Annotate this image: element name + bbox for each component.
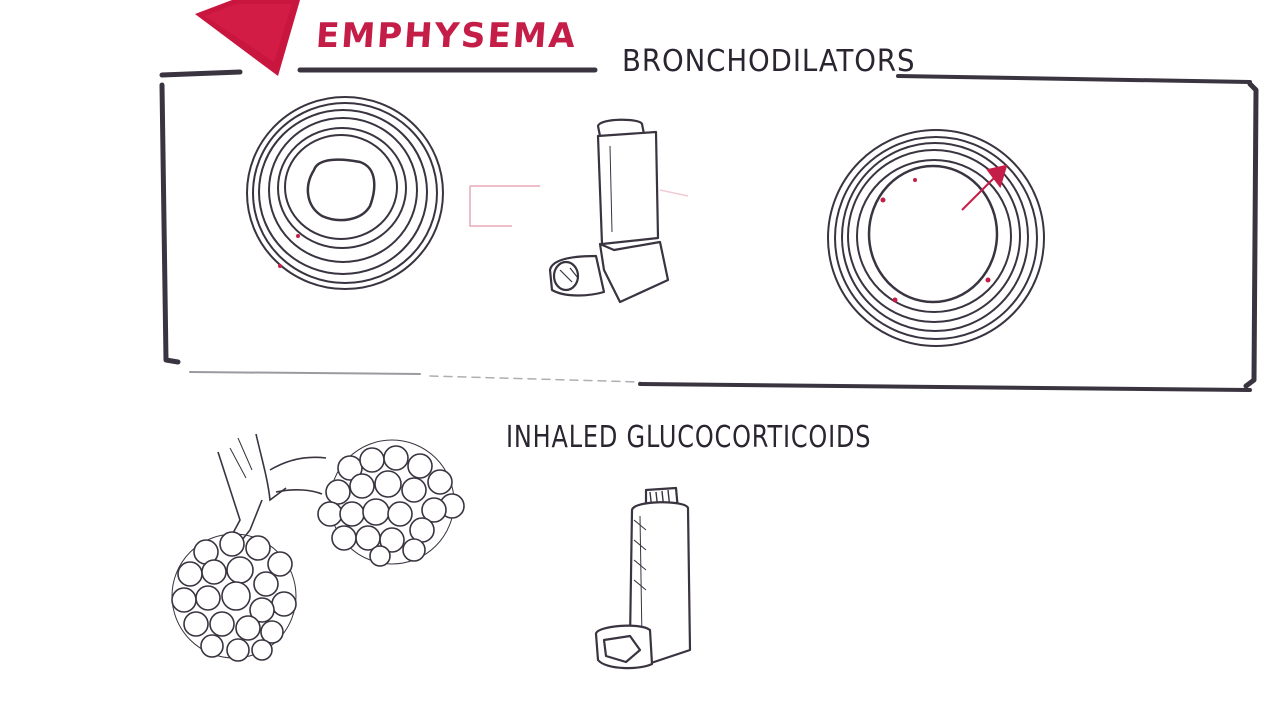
dilated-airway-icon	[827, 129, 1045, 347]
emphysema-header-label: EMPHYSEMA	[314, 16, 579, 56]
inhaled-glucocorticoids-title: INHALED GLUCOCORTICOIDS	[506, 420, 872, 455]
constricted-airway-icon	[246, 96, 444, 290]
faint-arrow-box	[469, 185, 689, 227]
metered-dose-inhaler-icon	[548, 118, 670, 304]
alveoli-cluster-icon	[171, 433, 465, 662]
red-flag-icon	[195, 0, 300, 76]
bronchodilators-title: BRONCHODILATORS	[622, 44, 916, 79]
alveoli-lower-cluster	[171, 531, 297, 662]
glucocorticoid-inhaler-icon	[594, 486, 692, 670]
alveoli-upper-cluster	[317, 439, 465, 567]
bronchodilators-frame	[159, 81, 1259, 392]
header-underlines	[159, 67, 1252, 84]
